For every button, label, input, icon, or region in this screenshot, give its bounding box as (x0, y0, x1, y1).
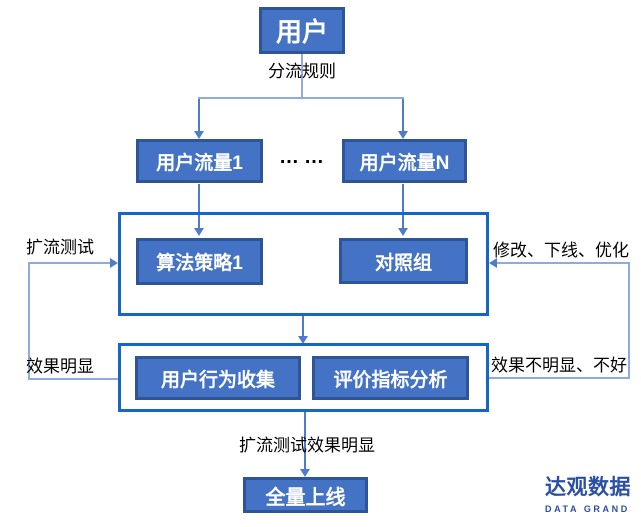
loop-right-bottom-line (489, 377, 630, 379)
loop-left-top-line (28, 262, 110, 264)
edge-split-branch-line (198, 97, 404, 99)
edge-analysis-to-launch-line (304, 412, 306, 469)
label-effect-not-obvious: 效果不明显、不好 (491, 356, 627, 375)
edge-user-to-split-line (301, 54, 303, 98)
label-split-rule: 分流规则 (268, 62, 336, 81)
node-behavior-collect: 用户行为收集 (135, 356, 301, 400)
node-flow1-label: 用户流量1 (156, 152, 243, 174)
arrowhead-to-analysis-container (298, 336, 308, 344)
node-control-group: 对照组 (339, 238, 468, 284)
node-algo1: 算法策略1 (136, 238, 263, 285)
arrowhead-to-launch (300, 469, 310, 477)
arrowhead-modify (489, 258, 497, 268)
edge-split-to-flowN-line (402, 99, 404, 131)
node-flow1: 用户流量1 (136, 139, 263, 183)
logo-en-text: DATA GRAND (545, 504, 630, 514)
node-metric-analysis: 评价指标分析 (312, 356, 469, 400)
edge-experiment-to-analysis-line (302, 316, 304, 336)
node-flowN-label: 用户流量N (359, 152, 450, 174)
node-flowN: 用户流量N (342, 139, 467, 183)
node-behavior-collect-label: 用户行为收集 (160, 369, 275, 391)
loop-left-vertical-line (28, 262, 30, 380)
arrowhead-to-flow1 (194, 131, 204, 139)
edge-flow1-to-algo1-line (198, 184, 200, 228)
arrowhead-expand-test (110, 258, 118, 268)
datagrand-logo: 达观数据 DATA GRAND (545, 471, 631, 514)
node-algo1-label: 算法策略1 (156, 253, 243, 274)
node-control-group-label: 对照组 (374, 252, 432, 274)
node-full-launch: 全量上线 (243, 477, 368, 513)
label-effect-obvious: 效果明显 (26, 357, 94, 376)
arrowhead-to-algo1 (194, 228, 204, 236)
label-expand-test-effect: 扩流测试效果明显 (239, 436, 375, 455)
loop-left-bottom-line (28, 378, 118, 380)
experiment-group-container (118, 212, 489, 316)
node-full-launch-label: 全量上线 (265, 486, 346, 509)
loop-right-vertical-line (628, 262, 630, 379)
analysis-group-container (118, 343, 489, 412)
node-user-label: 用户 (275, 17, 328, 47)
node-user: 用户 (259, 7, 345, 54)
loop-right-top-line (497, 262, 630, 264)
edge-flowN-to-control-line (402, 184, 404, 228)
edge-split-to-flow1-line (198, 99, 200, 131)
node-metric-analysis-label: 评价指标分析 (333, 369, 448, 391)
arrowhead-to-flowN (398, 131, 408, 139)
arrowhead-to-control (398, 228, 408, 236)
label-ellipsis: …… (279, 146, 329, 168)
label-expand-test: 扩流测试 (26, 238, 94, 257)
logo-cn-text: 达观数据 (545, 476, 631, 499)
label-modify-offline-optimize: 修改、下线、优化 (493, 241, 629, 260)
